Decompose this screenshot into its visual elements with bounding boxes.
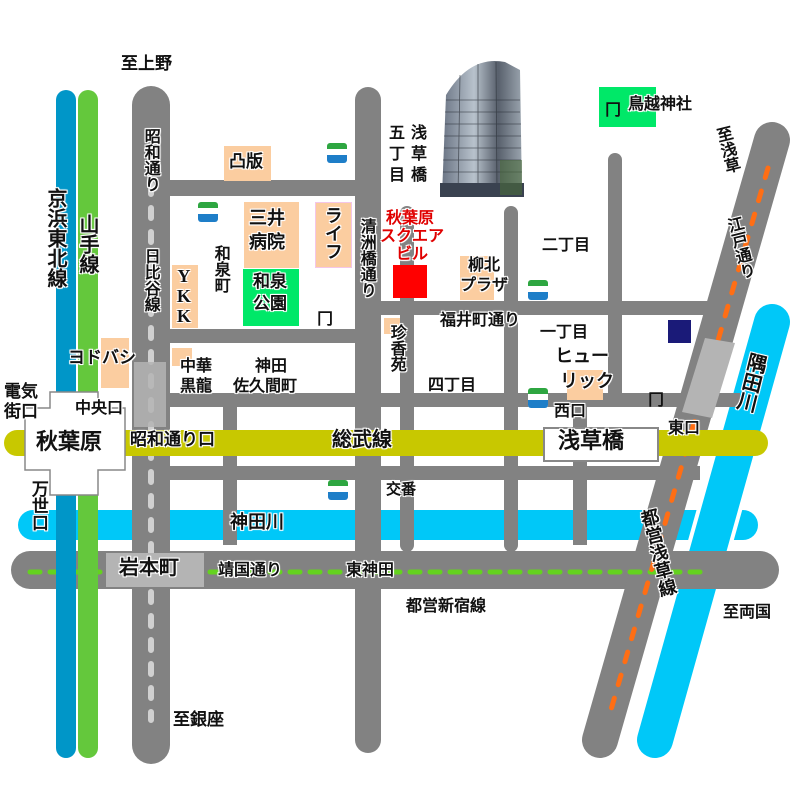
iwamotocho-station-label[interactable]: 岩本町: [119, 555, 179, 579]
hibiya-line-label: 日比谷線: [141, 248, 161, 312]
itchome-label: 一丁目: [540, 322, 589, 341]
asakusabashi-station-label[interactable]: 浅草橋: [558, 428, 625, 454]
asakusabashi-5-label-b: 浅 草 橋: [411, 122, 431, 185]
keihin-tohoku-line-label: 京浜東北線: [44, 188, 68, 288]
fukuicho-dori-label: 福井町通り: [440, 310, 521, 329]
izumi-park-box: [243, 269, 299, 326]
mitsui-label-1: 三井: [249, 208, 285, 229]
familymart-icon[interactable]: [198, 202, 218, 222]
hulic-label-1: ヒュー: [555, 346, 609, 367]
showa-dori-label: 昭和通り: [141, 128, 161, 192]
yodobashi-box: [101, 338, 129, 388]
yasukuni-dori-label: 靖国通り: [218, 560, 283, 579]
life-box: [315, 202, 352, 268]
toppan-box: [224, 146, 271, 181]
hibiya-akihabara-platform: [134, 362, 166, 427]
sumida-river: [633, 300, 794, 762]
sakumacho-label: 佐久間町: [233, 376, 298, 395]
kiyosubashi-dori-label: 清洲橋通り: [357, 218, 377, 298]
char: 浅: [411, 123, 428, 142]
char: 草: [411, 144, 428, 163]
torigoe-shrine-box: [599, 87, 656, 127]
char: 橋: [411, 165, 428, 184]
mizuho-bank-icon[interactable]: [668, 320, 691, 343]
chuka-box: [172, 348, 192, 366]
ykk-label: YKK: [173, 266, 194, 326]
asakusabashi-5-label-a: 五 丁 目: [389, 122, 409, 185]
shinjuku-line-label: 都営新宿線: [406, 596, 487, 615]
target-building-label-1[interactable]: 秋葉原: [386, 208, 435, 227]
shrine-icon: 冂: [648, 390, 665, 409]
asakusabashi-station-box[interactable]: [543, 427, 659, 462]
nichome-label: 二丁目: [542, 235, 591, 254]
familymart-icon[interactable]: [327, 143, 347, 163]
ykk-box: [172, 265, 198, 328]
direction-south-label: 至銀座: [173, 710, 224, 730]
chuka-label-1: 中華: [180, 356, 213, 375]
yanagikita-label-1: 柳北: [468, 255, 501, 274]
sobu-line-label: 総武線: [332, 427, 392, 451]
char: 丁: [389, 144, 406, 163]
familymart-icon[interactable]: [528, 388, 548, 408]
char: 目: [389, 165, 406, 184]
mitsui-label-2: 病院: [249, 232, 285, 253]
familymart-icon[interactable]: [328, 480, 348, 500]
life-label: ライフ: [321, 206, 343, 260]
west-exit-label[interactable]: 西口: [554, 401, 587, 420]
target-building-label-3[interactable]: ビル: [396, 244, 429, 263]
east-exit-label[interactable]: 東口: [668, 418, 701, 437]
izumi-park-label-1: 和泉: [253, 272, 287, 292]
akihabara-station-shape: [24, 391, 126, 496]
kanda-label: 神田: [255, 356, 288, 375]
direction-north-label: 至上野: [121, 54, 172, 74]
hulic-box: [567, 370, 603, 400]
yanagikita-box: [460, 256, 494, 300]
direction-southeast-label: 至両国: [723, 602, 772, 621]
target-building-marker[interactable]: [393, 265, 427, 298]
izumicho-label: 和泉町: [211, 245, 231, 293]
toppan-label: 凸版: [229, 152, 263, 172]
showa-dori-exit-label[interactable]: 昭和通り口: [130, 430, 215, 450]
denkigai-exit-label-1: 電気街口: [4, 382, 38, 422]
hulic-label-2: リック: [560, 371, 614, 392]
torigoe-shrine-label[interactable]: 鳥越神社: [628, 94, 693, 113]
yodobashi-label: ヨドバシ: [68, 348, 136, 368]
iwamotocho-platform: [106, 553, 204, 587]
akihabara-station-label[interactable]: 秋葉原: [36, 429, 103, 455]
chuo-exit-label[interactable]: 中央口: [75, 398, 124, 417]
shrine-icon: 冂: [605, 100, 622, 119]
chuka-label-2: 黒龍: [180, 376, 213, 395]
kanda-river-label: 神田川: [230, 512, 284, 533]
izumi-park-label-2: 公園: [253, 294, 287, 314]
chinkoen-label: 珍香苑: [387, 324, 407, 372]
char: 五: [389, 123, 406, 142]
building-photo: [440, 60, 524, 197]
koban-label: 交番: [386, 480, 417, 498]
yamanote-line-label: 山手線: [76, 214, 100, 274]
familymart-icon[interactable]: [528, 280, 548, 300]
higashi-kanda-label: 東神田: [346, 560, 395, 579]
yonchome-label: 四丁目: [428, 375, 477, 394]
shrine-icon: 冂: [317, 309, 334, 328]
target-building-label-2[interactable]: スクエア: [380, 226, 445, 245]
mansei-exit-label[interactable]: 万世口: [27, 480, 48, 531]
yanagikita-label-2: プラザ: [460, 275, 509, 294]
chinkoen-box: [384, 318, 400, 334]
mitsui-hospital-box: [244, 202, 299, 268]
asakusabashi-platform: [682, 338, 735, 418]
